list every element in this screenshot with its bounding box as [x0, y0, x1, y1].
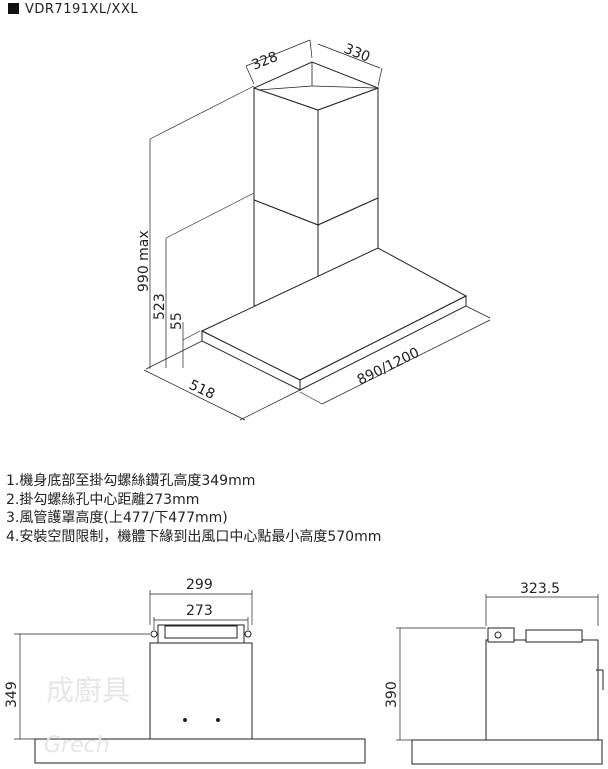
side-canopy: [411, 739, 603, 765]
dim-chimney-depth: 330: [342, 41, 373, 66]
note-item: 3.風管護罩高度(上477/下477mm): [6, 510, 228, 526]
isometric-hood-drawing: [143, 39, 491, 421]
note-item: 2.掛勾螺絲孔中心距離273mm: [6, 491, 200, 508]
model-name: VDR7191XL/XXL: [25, 2, 139, 17]
dim-side-323-5: 323.5: [520, 581, 560, 597]
front-bracket-inner: [164, 625, 238, 639]
dim-height-max: 990 max: [136, 230, 152, 292]
note-item: 1.機身底部至掛勾螺絲鑽孔高度349mm: [6, 473, 256, 489]
note-item: 4.安裝空間限制，機體下緣到出風口中心點最小高度570mm: [6, 528, 382, 545]
dim-chimney-width: 328: [250, 49, 281, 74]
front-canopy: [34, 738, 366, 764]
dim-front-349: 349: [4, 681, 20, 708]
dim-side-390: 390: [384, 681, 400, 708]
installation-notes: 1.機身底部至掛勾螺絲鑽孔高度349mm 2.掛勾螺絲孔中心距離273mm 3.…: [6, 472, 381, 546]
dim-depth-518: 518: [186, 377, 217, 403]
front-body: [149, 642, 253, 740]
watermark-text: 成廚具: [46, 674, 130, 707]
side-body: [485, 639, 599, 741]
front-view-drawing: [14, 590, 366, 764]
dim-height-55: 55: [169, 312, 185, 330]
dim-front-273: 273: [186, 603, 213, 619]
square-bullet-icon: [8, 3, 19, 14]
side-view-drawing: [396, 594, 604, 765]
watermark-logo-text: Grech: [44, 733, 110, 758]
model-title: VDR7191XL/XXL: [8, 2, 138, 17]
dim-height-523: 523: [152, 293, 168, 320]
side-top-component: [525, 629, 583, 643]
dim-front-299: 299: [186, 577, 213, 593]
